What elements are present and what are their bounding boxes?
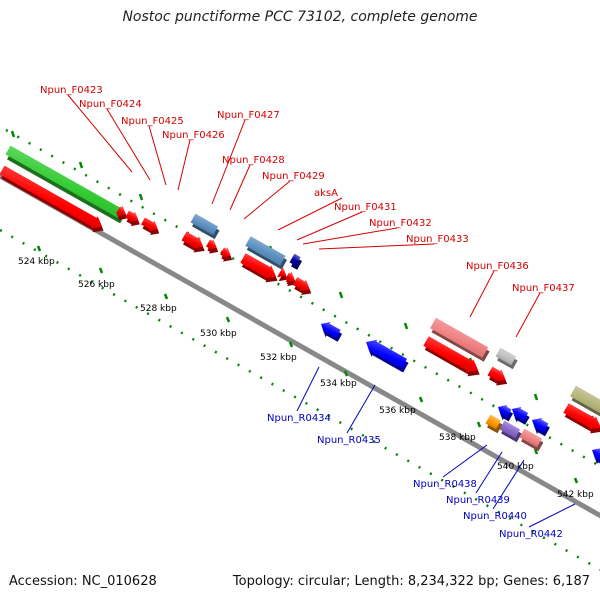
forward-label-leader (106, 108, 151, 181)
forward-label-leader (243, 180, 291, 220)
reverse-gene-label: Npun_R0434 (267, 413, 331, 424)
red-cds-arrow (487, 366, 506, 382)
forward-label-leader (211, 119, 246, 205)
kbp-label: 530 kbp (200, 329, 237, 339)
major-tick (343, 370, 349, 377)
red-cds-arrow (141, 217, 158, 232)
kbp-label: 532 kbp (260, 353, 297, 363)
red-cds-arrow (292, 277, 310, 292)
topology-text: Topology: circular; Length: 8,234,322 bp… (232, 574, 590, 589)
orange-feature-block (485, 414, 501, 430)
red-cds-arrow (0, 165, 103, 229)
red-cds-arrow (206, 239, 217, 250)
forward-label-leader (469, 270, 495, 318)
forward-gene-label: Npun_F0433 (406, 234, 469, 245)
major-tick (163, 293, 169, 300)
forward-label-leader (515, 292, 541, 338)
forward-label-leader (277, 197, 343, 231)
accession-text: Accession: NC_010628 (9, 574, 157, 589)
kbp-label: 524 kbp (18, 257, 55, 267)
purple-feature-block (499, 420, 521, 439)
steel-feature-block (245, 236, 286, 266)
forward-label-leader (229, 164, 251, 211)
major-tick-forward (403, 322, 409, 330)
red-cds-arrow (285, 271, 295, 283)
map-title: Nostoc punctiforme PCC 73102, complete g… (122, 9, 478, 25)
forward-label-leader (148, 125, 167, 186)
major-tick-forward (78, 161, 84, 169)
major-tick (36, 245, 42, 252)
blue-cds-arrow (321, 321, 341, 338)
green-feature-block (5, 145, 124, 219)
reverse-label-leader (346, 384, 376, 434)
reverse-gene-label: Npun_R0435 (317, 435, 381, 446)
major-tick (98, 267, 104, 274)
kbp-label: 526 kbp (78, 280, 115, 290)
blue-cds-arrow (498, 404, 512, 418)
red-cds-arrow (277, 266, 287, 278)
kbp-label: 536 kbp (379, 406, 416, 416)
kbp-label: 540 kbp (497, 462, 534, 472)
kbp-label: 528 kbp (140, 304, 177, 314)
major-tick (476, 421, 482, 428)
blue-cds-arrow (366, 339, 408, 369)
reverse-gene-label: Npun_R0439 (446, 495, 510, 506)
pink-feature-block (519, 428, 542, 448)
forward-gene-label: Npun_F0437 (512, 283, 575, 294)
forward-label-leader (302, 227, 398, 245)
major-tick (573, 477, 579, 484)
olive-feature-block (570, 385, 600, 414)
red-cds-arrow (220, 247, 231, 258)
major-tick-forward (138, 193, 144, 201)
blue-cds-arrow (512, 406, 529, 421)
forward-gene-label: Npun_F0426 (162, 130, 225, 141)
major-tick (418, 396, 424, 403)
kbp-label: 542 kbp (557, 490, 594, 500)
forward-gene-label: Npun_F0428 (222, 155, 285, 166)
reverse-label-leader (475, 451, 503, 494)
forward-label-leader (318, 243, 435, 250)
forward-gene-label: Npun_F0429 (262, 171, 325, 182)
forward-gene-label: Npun_F0425 (121, 116, 184, 127)
blue-cds-arrow (532, 417, 549, 433)
steel-feature-block (190, 213, 219, 236)
major-tick (288, 341, 294, 348)
kbp-label: 538 kbp (439, 433, 476, 443)
major-tick (225, 316, 231, 323)
forward-label-leader (296, 211, 363, 241)
red-cds-arrow (181, 231, 204, 249)
forward-gene-label: Npun_F0432 (369, 218, 432, 229)
grey-feature-block (495, 347, 517, 366)
navy-feature-block (289, 253, 301, 266)
reverse-label-leader (442, 444, 488, 478)
forward-label-leader (67, 94, 133, 173)
major-tick (533, 448, 539, 455)
blue-cds-arrow (592, 448, 600, 461)
reverse-gene-label: Npun_R0442 (499, 529, 563, 540)
forward-gene-label: Npun_F0427 (217, 110, 280, 121)
reverse-gene-label: Npun_R0440 (463, 511, 527, 522)
forward-gene-label: Npun_F0424 (79, 99, 142, 110)
red-cds-arrow (563, 403, 600, 430)
red-cds-arrow (240, 253, 277, 279)
pink-feature-block (430, 317, 489, 358)
reverse-label-leader (492, 459, 525, 510)
red-cds-arrow (116, 205, 126, 217)
major-tick-forward (10, 130, 16, 138)
reverse-label-leader (528, 503, 576, 528)
kbp-label: 534 kbp (320, 379, 357, 389)
forward-gene-label: Npun_F0423 (40, 85, 103, 96)
red-cds-arrow (423, 336, 479, 373)
major-tick-forward (533, 393, 539, 401)
forward-gene-label: Npun_F0431 (334, 202, 397, 213)
forward-gene-label: aksA (314, 188, 338, 199)
reverse-gene-label: Npun_R0438 (413, 479, 477, 490)
forward-label-leader (177, 139, 191, 191)
forward-gene-label: Npun_F0436 (466, 261, 529, 272)
red-cds-arrow (125, 210, 139, 223)
major-tick-forward (338, 291, 344, 299)
reverse-label-leader (296, 366, 320, 412)
